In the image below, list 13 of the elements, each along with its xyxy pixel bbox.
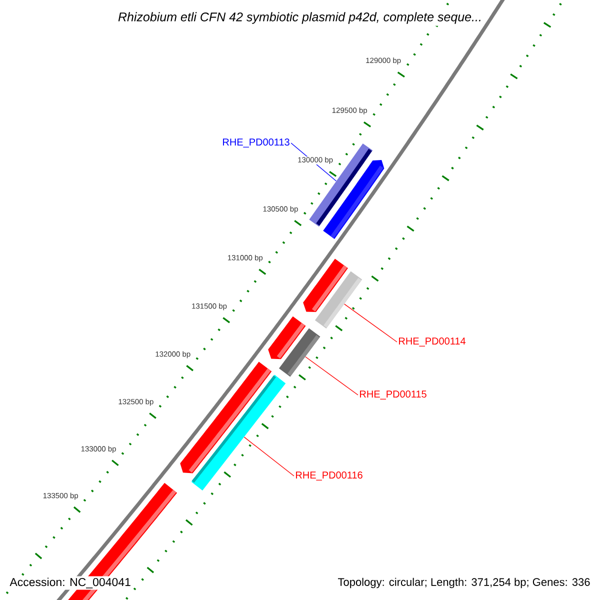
leader-line — [344, 304, 398, 342]
gene-bar — [278, 328, 320, 377]
gene-label: RHE_PD00113 — [223, 138, 290, 148]
gene-label: RHE_PD00115 — [360, 390, 426, 400]
leader-line — [244, 436, 294, 476]
footer-text: Topology: circular; Length: 371,254 bp; Genes: 336 — [336, 576, 592, 590]
gene-label: RHE_PD00114 — [399, 338, 466, 346]
leader-line — [305, 356, 358, 396]
gene-bar — [191, 374, 286, 490]
title: Rhizobium etli CFN 42 symbiotic plasmid p42d, complete seque... — [116, 10, 484, 26]
footer-text: Accession: NC_004041 — [8, 576, 132, 590]
gene-label: RHE_PD00116 — [296, 472, 362, 480]
gene-bar — [314, 271, 362, 329]
